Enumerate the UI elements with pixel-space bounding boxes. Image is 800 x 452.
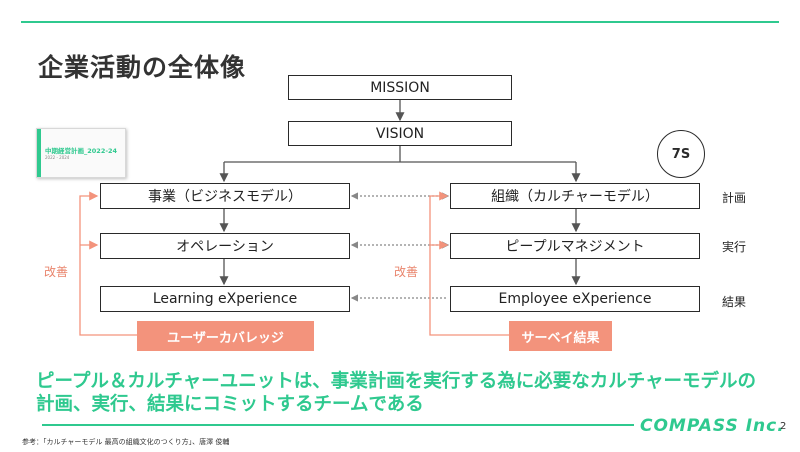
thumbnail-accent-bar — [37, 129, 41, 177]
thumbnail-subtitle: 2022 - 2024 — [45, 155, 70, 160]
survey-results-box: サーベイ結果 — [509, 321, 612, 351]
page-number: 2 — [780, 421, 787, 432]
thumbnail-title: 中期経営計画_2022-24 — [45, 147, 118, 155]
reference-note: 参考：「カルチャーモデル 最高の組織文化のつくり方」、唐澤 俊輔 — [22, 438, 230, 446]
learning-experience-box: Learning eXperience — [100, 286, 350, 312]
improvement-label-left: 改善 — [44, 265, 69, 279]
top-rule — [21, 21, 779, 23]
page-title: 企業活動の全体像 — [38, 53, 247, 82]
employee-experience-box: Employee eXperience — [450, 286, 700, 312]
bottom-rule — [42, 424, 634, 426]
people-management-box: ピープルマネジメント — [450, 233, 700, 259]
mission-box: MISSION — [288, 75, 512, 100]
plan-document-thumbnail[interactable]: 中期経営計画_2022-24 2022 - 2024 — [36, 128, 126, 178]
team-mission-statement: ピープル＆カルチャーユニットは、事業計画を実行する為に必要なカルチャーモデルの計… — [36, 371, 757, 415]
row-label-execute: 実行 — [722, 240, 747, 254]
operation-box: オペレーション — [100, 233, 350, 259]
user-coverage-box: ユーザーカバレッジ — [137, 321, 314, 351]
row-label-result: 結果 — [722, 295, 747, 309]
improvement-label-right: 改善 — [394, 265, 419, 279]
row-label-plan: 計画 — [722, 191, 747, 205]
company-logo: COMPASS Inc. — [640, 416, 785, 436]
business-model-box: 事業（ビジネスモデル） — [100, 183, 350, 209]
vision-box: VISION — [288, 121, 512, 146]
culture-model-box: 組織（カルチャーモデル） — [450, 183, 700, 209]
7s-badge: 7S — [657, 130, 705, 178]
